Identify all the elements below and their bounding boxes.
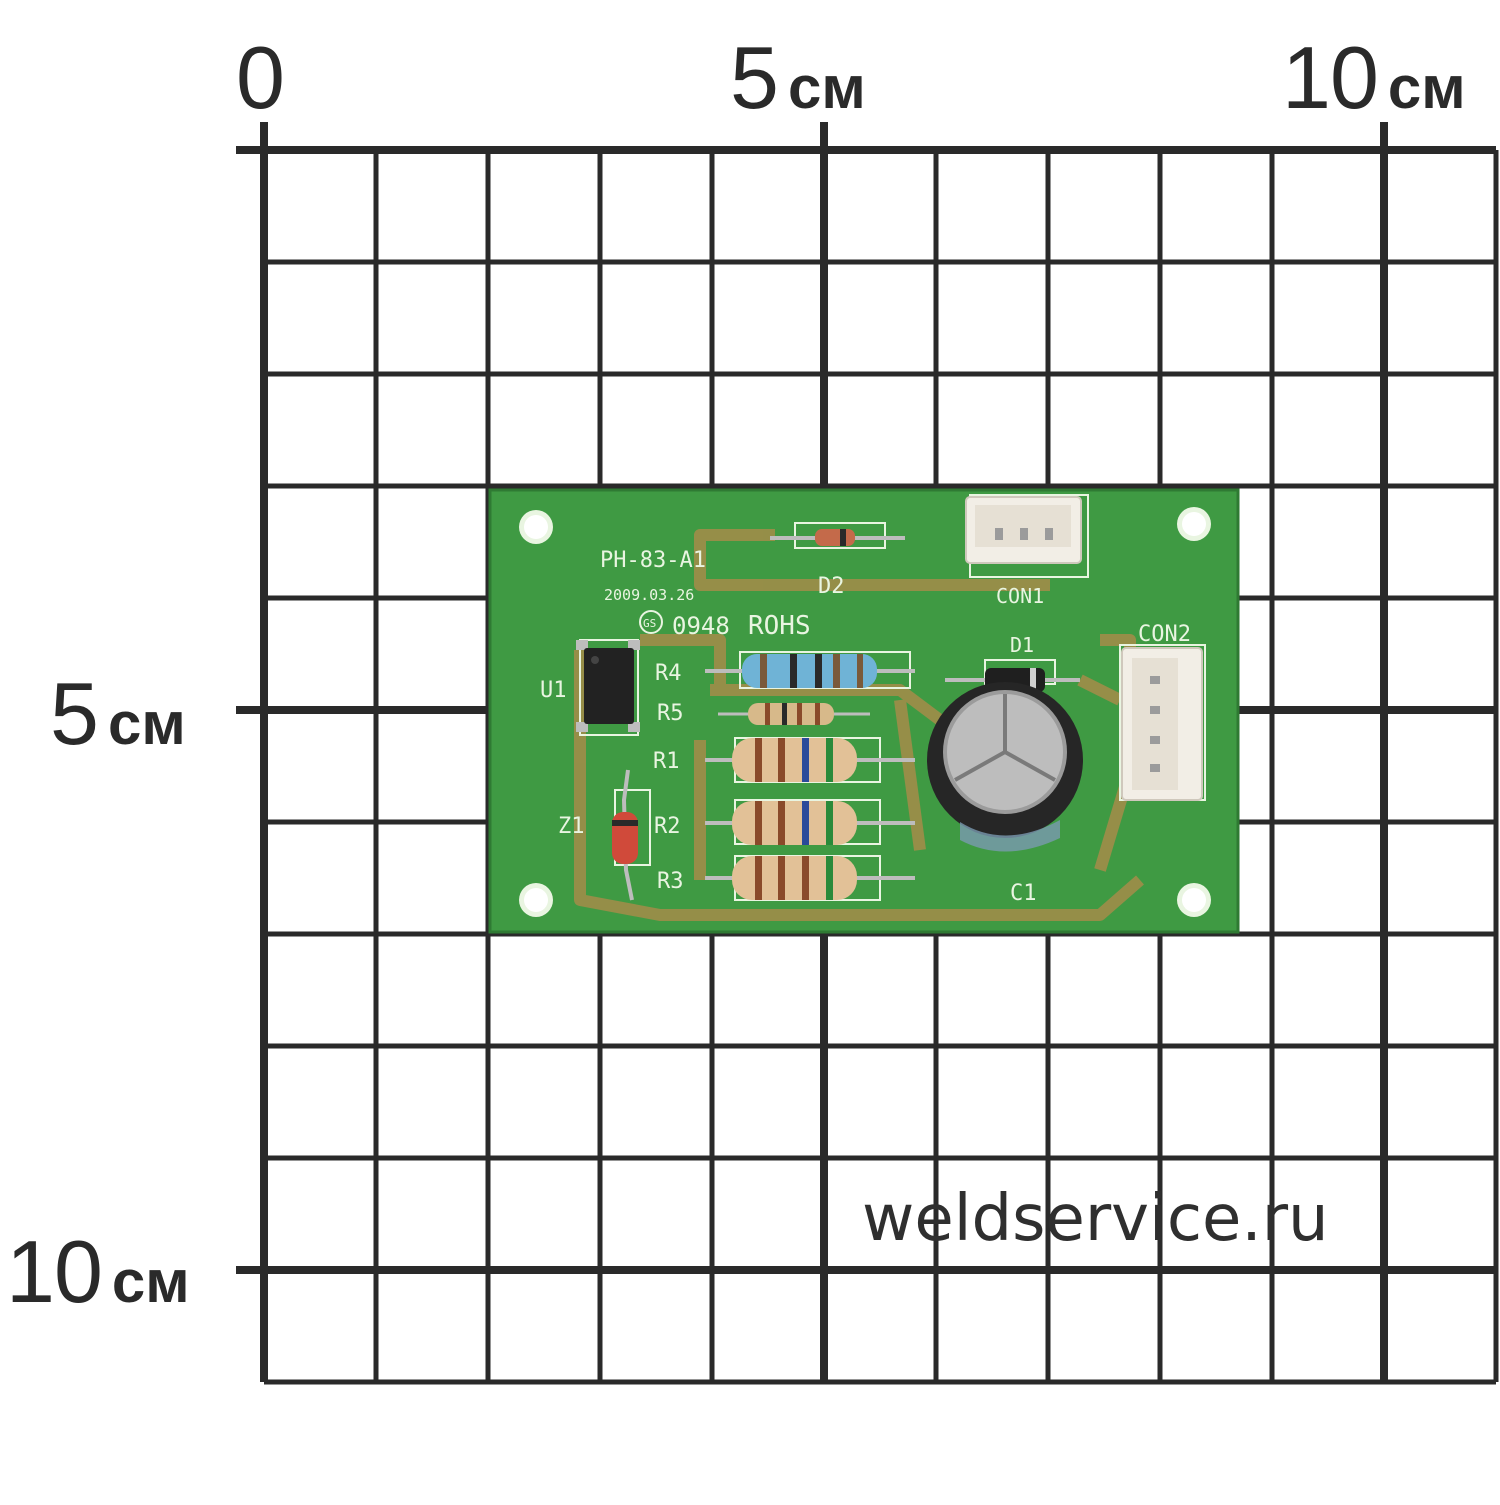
resistor-r4	[705, 654, 915, 688]
mounting-holes	[519, 507, 1211, 917]
ref-r2: R2	[654, 814, 681, 839]
pcb-board: PH-83-A1 2009.03.26 GS 0948 ROHS D2 CON1…	[488, 488, 1240, 934]
diode-d2	[770, 529, 905, 546]
board-code-label: 0948	[672, 612, 730, 640]
x-scale-label-0: 0	[236, 28, 285, 127]
capacitor-c1	[927, 682, 1083, 852]
gs-mark-label: GS	[643, 617, 656, 630]
resistor-r3	[705, 856, 915, 900]
ref-d1: D1	[1010, 633, 1034, 657]
board-model-label: PH-83-A1	[600, 548, 706, 573]
ref-con1: CON1	[996, 584, 1044, 608]
board-date-label: 2009.03.26	[604, 586, 694, 604]
copper-traces	[574, 529, 1144, 921]
zener-diode-z1	[612, 769, 638, 901]
connector-con1	[965, 496, 1082, 564]
connector-con2	[1121, 647, 1203, 801]
rohs-label: ROHS	[748, 611, 811, 641]
ref-r3: R3	[657, 869, 684, 894]
ref-z1: Z1	[558, 814, 585, 839]
gs-mark-circle	[639, 610, 663, 634]
ref-u1: U1	[540, 678, 567, 703]
ref-r4: R4	[655, 661, 682, 686]
resistor-r2	[705, 801, 915, 845]
watermark-text: weldservice.ru	[862, 1182, 1329, 1256]
resistor-r5	[718, 703, 870, 725]
resistor-r1	[705, 738, 915, 782]
ref-d2: D2	[818, 574, 845, 599]
optocoupler-u1	[576, 640, 640, 732]
ref-r5: R5	[657, 701, 684, 726]
ref-r1: R1	[653, 749, 680, 774]
pcb-edge	[488, 488, 1240, 934]
ref-con2: CON2	[1138, 622, 1191, 647]
ref-c1: C1	[1010, 881, 1037, 906]
